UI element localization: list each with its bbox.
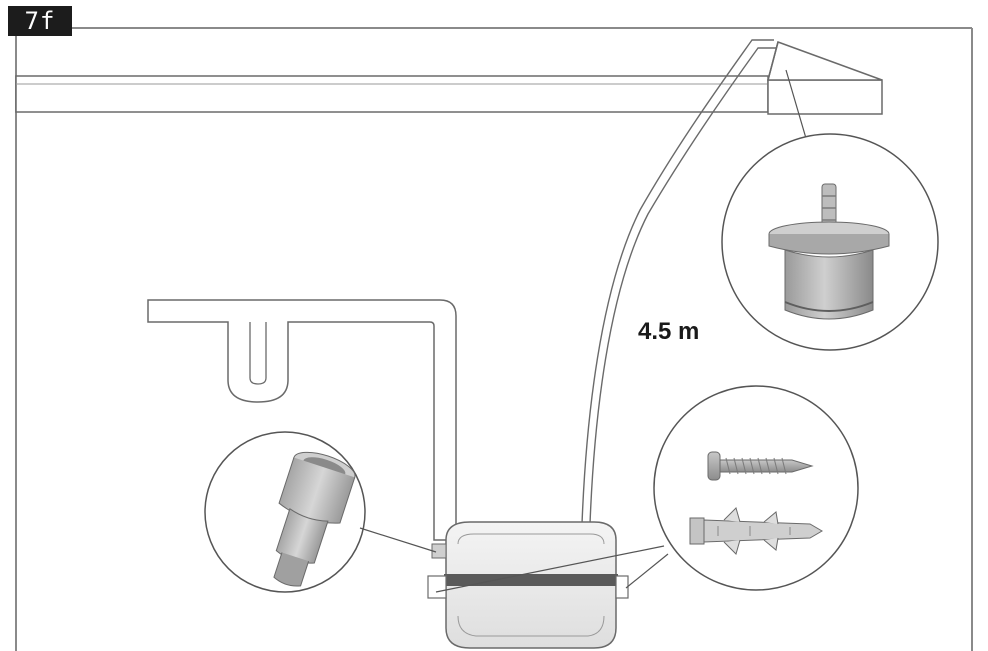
- zoom-circle-plug: [721, 133, 939, 351]
- tube-length-label: 4.5 m: [638, 318, 700, 345]
- step-label: 7f: [8, 6, 72, 36]
- plug-connector-icon: [768, 183, 890, 320]
- ceiling-beam: [15, 75, 769, 113]
- zoom-circle-fixings: [653, 385, 859, 591]
- drain-tube: [581, 39, 776, 525]
- screw-icon: [707, 451, 814, 481]
- leader-line-adapter: [359, 527, 437, 553]
- frame: [15, 27, 973, 651]
- sink-trap-pipe: [147, 299, 457, 541]
- air-conditioner-unit: [767, 41, 883, 115]
- pipe-adapter-icon: [273, 451, 356, 587]
- leader-lines-fixings: [435, 545, 669, 593]
- wall-plug-icon: [689, 507, 823, 555]
- condensate-pump: [427, 521, 629, 649]
- zoom-circle-adapter: [204, 431, 366, 593]
